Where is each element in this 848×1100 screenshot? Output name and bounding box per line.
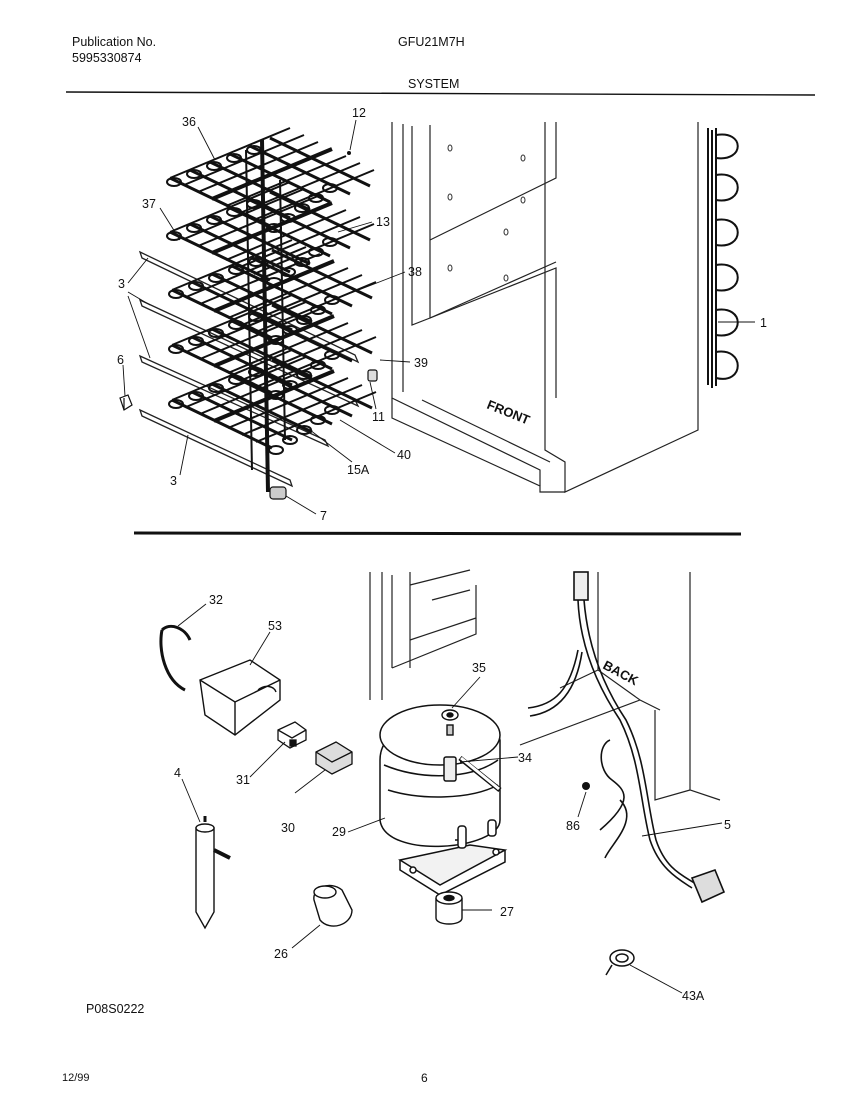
part-86-screw [582, 782, 590, 790]
callout-11: 11 [372, 410, 385, 424]
part-11-clip [367, 369, 378, 382]
cabinet-back-outline [369, 569, 721, 801]
filter-drier [195, 816, 231, 930]
part-35-grommet [441, 709, 459, 736]
callout-38: 38 [408, 265, 422, 279]
revision-date: 12/99 [62, 1072, 90, 1084]
callout-4: 4 [174, 766, 181, 780]
part-26-cap [313, 884, 353, 927]
callout-3-upper: 3 [118, 277, 125, 291]
callout-29: 29 [332, 825, 346, 839]
callout-53: 53 [268, 619, 282, 633]
leader-lines-top [122, 119, 755, 515]
callout-13: 13 [376, 215, 390, 229]
callout-37: 37 [142, 197, 156, 211]
callout-40: 40 [397, 448, 411, 462]
compressor [379, 704, 508, 896]
callout-39: 39 [414, 356, 428, 370]
callout-31: 31 [236, 773, 250, 787]
callout-86: 86 [566, 819, 580, 833]
leader-lines-bottom [177, 603, 723, 994]
callout-36: 36 [182, 115, 196, 129]
callout-6: 6 [117, 353, 124, 367]
part-7-clip [269, 486, 287, 500]
cabinet-outline [391, 122, 699, 493]
callout-26: 26 [274, 947, 288, 961]
model-number: GFU21M7H [398, 35, 465, 49]
part-12-fastener [347, 151, 351, 155]
header-rule [65, 91, 816, 96]
section-divider [133, 531, 742, 536]
condenser-coil [707, 128, 739, 388]
publication-label: Publication No. [72, 35, 157, 49]
callout-27: 27 [500, 905, 514, 919]
shelf-coil [168, 349, 377, 455]
callout-1: 1 [760, 316, 767, 330]
part-27-grommet [435, 891, 463, 925]
cabinet-holes [447, 144, 526, 282]
publication-number: 5995330874 [72, 51, 142, 65]
evaporator-shelves [166, 127, 377, 455]
relay-cover [159, 624, 281, 736]
callout-3-lower: 3 [170, 474, 177, 488]
part-43a-clamp [605, 949, 635, 976]
callout-numbers: 36 12 37 13 3 38 1 6 39 11 15A 40 3 7 32… [117, 106, 767, 1003]
callout-7: 7 [320, 509, 327, 523]
callout-32: 32 [209, 593, 223, 607]
power-cord [527, 571, 726, 904]
callout-15a: 15A [347, 463, 370, 477]
part-6-clip [119, 394, 133, 411]
front-label: FRONT [485, 397, 532, 428]
overload-protector [277, 721, 307, 749]
callout-34: 34 [518, 751, 532, 765]
callout-5: 5 [724, 818, 731, 832]
back-label: BACK [601, 657, 642, 688]
figure-code: P08S0222 [86, 1002, 145, 1016]
callout-12: 12 [352, 106, 366, 120]
callout-35: 35 [472, 661, 486, 675]
callout-30: 30 [281, 821, 295, 835]
page-number: 6 [421, 1071, 428, 1085]
callout-43a: 43A [682, 989, 705, 1003]
evaporator-risers [245, 139, 286, 493]
terminal-connector [315, 741, 353, 775]
section-title: SYSTEM [408, 77, 460, 91]
